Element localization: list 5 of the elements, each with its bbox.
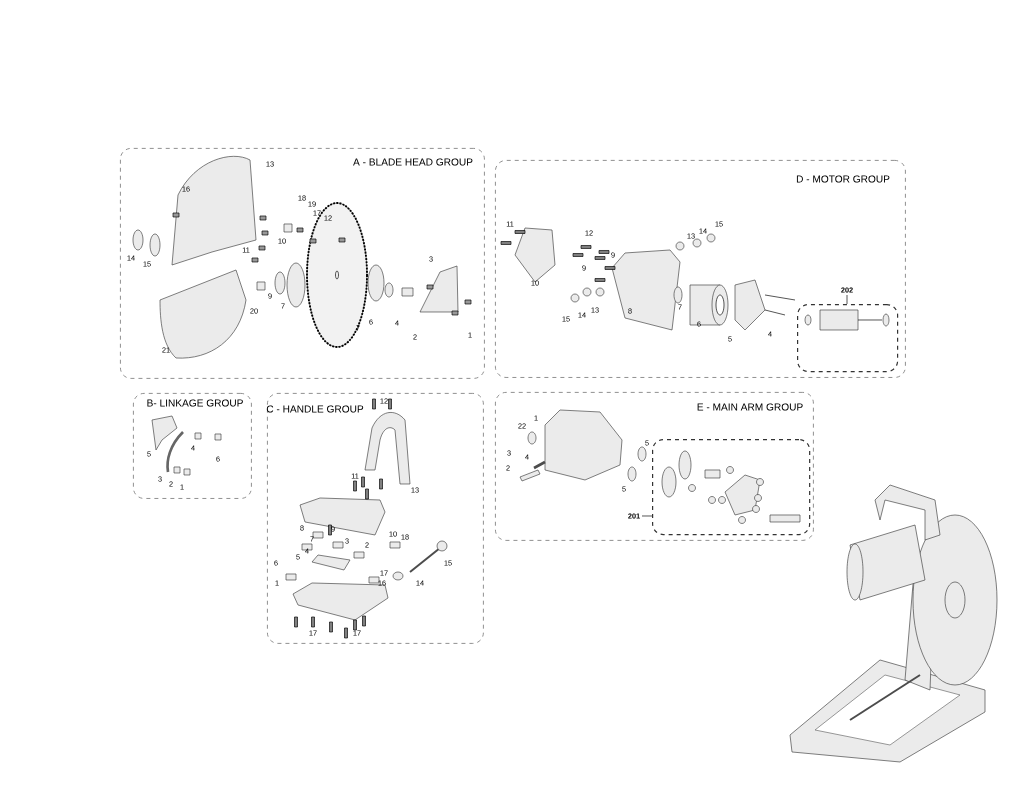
group-title: D - MOTOR GROUP (796, 175, 890, 183)
group-title: A - BLADE HEAD GROUP (353, 158, 473, 166)
group-title: E - MAIN ARM GROUP (697, 403, 803, 411)
group-title: C - HANDLE GROUP (266, 405, 364, 413)
group-title: B- LINKAGE GROUP (147, 399, 243, 407)
